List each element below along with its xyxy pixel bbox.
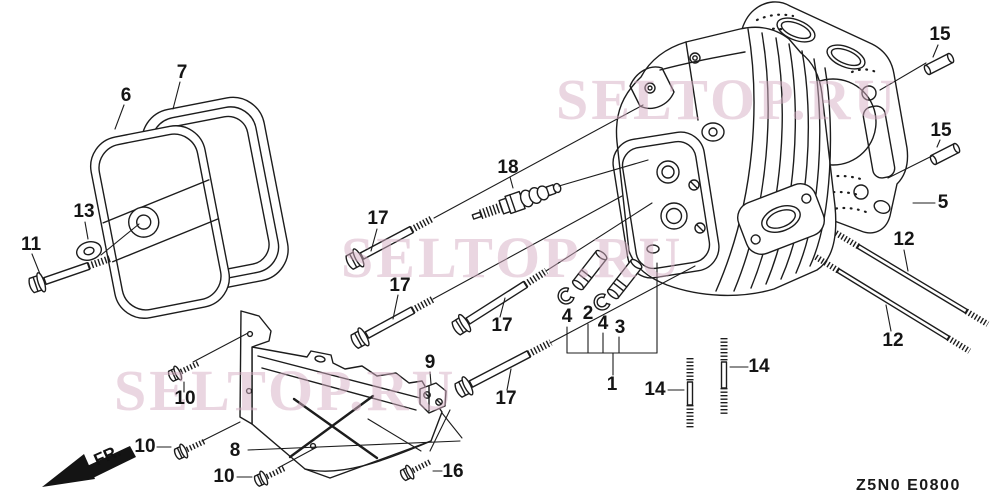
part-number-label: 4 — [597, 313, 609, 334]
fr-arrow: FR. — [42, 441, 136, 487]
part-15-dowel-pin-a — [922, 51, 956, 77]
part-10-bolt-c — [251, 465, 288, 490]
part-6-valve-cover — [89, 125, 231, 319]
part-number-label: 7 — [176, 62, 188, 83]
part-number-label: 2 — [582, 303, 594, 324]
part-12-stud-a — [834, 230, 990, 327]
part-number-label: 14 — [644, 379, 666, 400]
part-3-valve-guide — [605, 257, 644, 301]
part-17-bolt-3 — [448, 268, 549, 339]
part-2-valve-guide — [570, 248, 609, 292]
part-number-label: 16 — [442, 461, 464, 482]
part-14-stud-b — [720, 338, 728, 414]
part-number-label: 15 — [930, 120, 952, 141]
part-9-clamp — [419, 382, 447, 414]
part-10-bolt-a — [165, 360, 202, 385]
part-17-bolt-2 — [347, 295, 436, 353]
part-12-stud-b — [814, 254, 972, 354]
part-number-label: 17 — [367, 208, 389, 229]
assembly-lines — [192, 62, 933, 469]
part-number-label: 18 — [497, 157, 519, 178]
part-number-label: 15 — [929, 24, 951, 45]
part-8-bracket — [239, 310, 443, 479]
part-16-bolt — [397, 458, 433, 484]
part-4-clip-b — [590, 291, 612, 314]
part-number-label: 5 — [937, 192, 949, 213]
part-number-label: 17 — [495, 388, 517, 409]
assembly-line-cover-bolt — [100, 223, 140, 256]
part-13-washer — [76, 241, 102, 261]
part-15-dowel-pin-b — [928, 141, 962, 167]
part-18-spark-plug — [471, 182, 562, 220]
part-number-label: 4 — [561, 306, 573, 327]
part-number-label: 14 — [748, 356, 770, 377]
part-number-label: 12 — [893, 229, 915, 250]
part-number-label: 6 — [120, 85, 132, 106]
label-leader-lines — [31, 44, 941, 478]
part-number-label: 10 — [213, 466, 235, 487]
part-11-bolt — [26, 254, 113, 297]
part-cylinder-head — [612, 26, 837, 297]
part-number-label: 17 — [389, 275, 411, 296]
part-17-bolt-1 — [342, 215, 435, 273]
part-number-label: 10 — [174, 388, 196, 409]
part-number-label: 11 — [20, 234, 42, 255]
part-14-stud-a — [686, 358, 694, 429]
part-17-bolt-4 — [451, 339, 553, 401]
part-number-label: 3 — [614, 317, 626, 338]
part-number-label: 12 — [882, 330, 904, 351]
part-number-label: 17 — [491, 315, 513, 336]
group-1-bracket-lines — [566, 262, 658, 376]
drawing-code: Z5N0 E0800 — [856, 477, 961, 494]
part-number-label: 9 — [424, 352, 436, 373]
part-number-label: 13 — [73, 201, 95, 222]
part-number-label: 1 — [606, 374, 618, 395]
part-number-label: 8 — [229, 440, 241, 461]
part-number-label: 10 — [134, 436, 156, 457]
part-4-clip-a — [554, 285, 576, 308]
part-10-bolt-b — [171, 438, 208, 463]
